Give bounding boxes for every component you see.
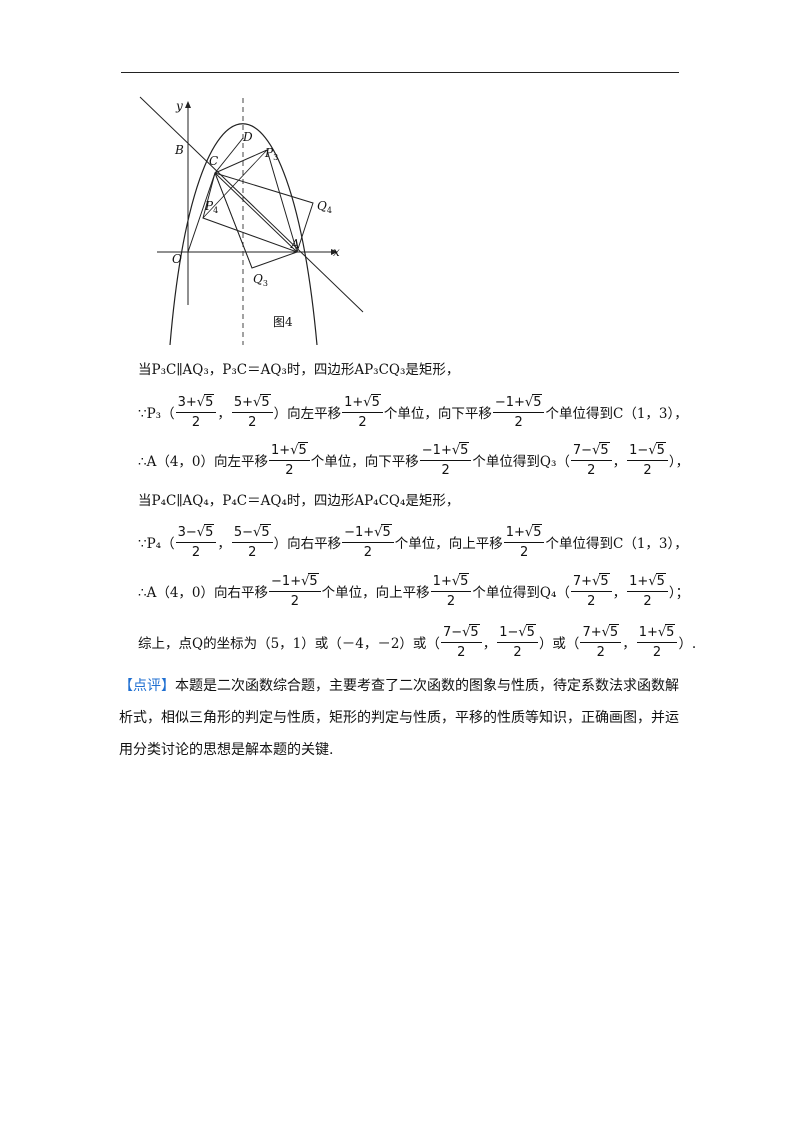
label-d: D [242, 130, 253, 144]
parabola-figure: y B C D P3 P4 Q4 Q3 O A x 图4 [139, 96, 364, 345]
line-1: 当P₃C∥AQ₃，P₃C＝AQ₃时，四边形AP₃CQ₃是矩形， [138, 357, 459, 379]
segment-c-q3 [214, 172, 253, 269]
label-x: x [333, 245, 340, 259]
line-2-pre: ∵P₃（ [138, 406, 175, 422]
y-axis-arrow [185, 101, 191, 108]
x-axis-arrow [331, 249, 338, 255]
label-c: C [209, 154, 218, 168]
segment-od-c [187, 172, 216, 253]
segment-ca [214, 172, 298, 253]
label-p3: P3 [264, 146, 278, 162]
line-4-text: 当P₄C∥AQ₄，P₄C＝AQ₄时，四边形AP₄CQ₄是矩形， [138, 493, 460, 509]
comment-text: 本题是二次函数综合题，主要考查了二次函数的图象与性质，待定系数法求函数解析式，相… [119, 678, 679, 758]
comment-paragraph: 【点评】本题是二次函数综合题，主要考查了二次函数的图象与性质，待定系数法求函数解… [119, 670, 684, 766]
line-bc [139, 96, 364, 313]
segment-p4-p3 [202, 149, 268, 219]
line-4: 当P₄C∥AQ₄，P₄C＝AQ₄时，四边形AP₄CQ₄是矩形， [138, 488, 459, 510]
header-rule [121, 72, 679, 73]
label-p4: P4 [204, 199, 218, 215]
label-y: y [175, 99, 183, 113]
label-b: B [174, 143, 184, 157]
label-q3: Q3 [253, 272, 268, 288]
comment-tag: 【点评】 [119, 678, 175, 694]
label-o: O [172, 252, 182, 266]
label-q4: Q4 [317, 199, 332, 215]
figure-caption: 图4 [273, 315, 293, 329]
label-a: A [290, 237, 300, 251]
segment-c-d [214, 137, 244, 174]
line-1-text: 当P₃C∥AQ₃，P₃C＝AQ₃时，四边形AP₃CQ₃是矩形， [138, 362, 460, 378]
